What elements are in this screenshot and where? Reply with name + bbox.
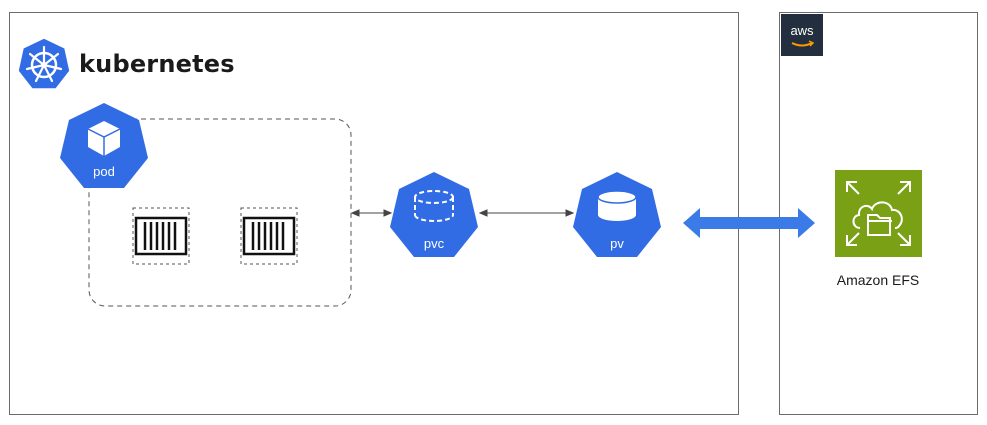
kubernetes-logo-icon: [17, 37, 71, 90]
pod-node[interactable]: [60, 103, 148, 188]
volume-icon: [597, 190, 637, 221]
pv-label: pv: [610, 236, 624, 251]
pvc-pv-connector: [478, 209, 575, 217]
efs-icon[interactable]: [835, 170, 922, 257]
aws-logo-text: aws: [790, 23, 814, 38]
pod-pvc-connector: [350, 209, 393, 217]
volume-claim-icon: [414, 190, 454, 222]
container-icon-1: [132, 207, 190, 265]
container-icon-2: [240, 207, 298, 265]
pvc-node[interactable]: [390, 172, 478, 257]
aws-logo-icon: aws: [781, 14, 823, 56]
pv-efs-connector: [683, 208, 815, 238]
pod-boundary: [88, 118, 352, 307]
kubernetes-title: kubernetes: [79, 50, 235, 78]
pvc-label: pvc: [423, 236, 445, 251]
efs-label: Amazon EFS: [836, 272, 920, 288]
pod-label: pod: [93, 164, 115, 179]
cube-icon: [87, 121, 121, 156]
pv-node[interactable]: [573, 172, 661, 257]
